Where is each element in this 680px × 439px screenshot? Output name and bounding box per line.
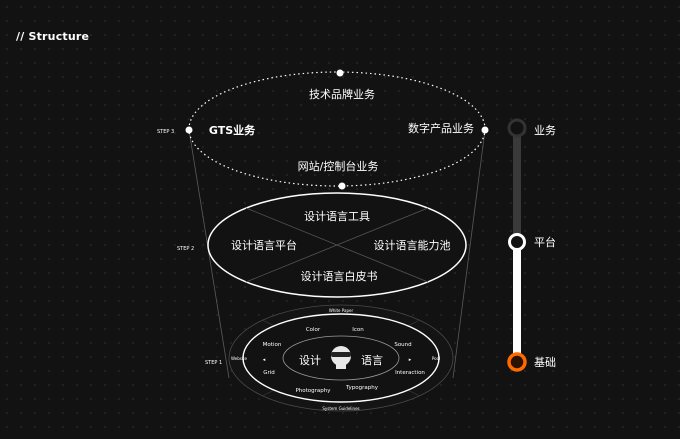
ring-item-sound: Sound (394, 342, 411, 348)
level2-bottom-label: 设计语言白皮书 (301, 269, 378, 283)
step2-label: STEP 2 (177, 246, 194, 252)
mascot-icon (331, 346, 351, 369)
step3-label: STEP 3 (157, 129, 174, 135)
scale-label-platform: 平台 (534, 235, 556, 249)
level1-outer-bottom: System Guidelines (322, 406, 359, 411)
level3-top-label: 技术品牌业务 (309, 87, 375, 101)
level2-top-label: 设计语言工具 (304, 210, 370, 223)
right-arrow-icon: ▸ (409, 357, 412, 363)
cone-line-right (452, 129, 486, 379)
level3-bottom-label: 网站/控制台业务 (298, 159, 379, 173)
level1-center-left: 设计 (299, 354, 321, 367)
level3-node-left (185, 126, 193, 134)
level3-node-top (336, 69, 344, 77)
level3-left-label: GTS业务 (209, 123, 256, 137)
level1-center-right: 语言 (361, 354, 383, 367)
level1-outer-right: Pool (432, 356, 440, 361)
page-title: // Structure (16, 30, 90, 43)
left-arrow-icon: ◂ (263, 357, 266, 363)
level2-cross (245, 207, 429, 283)
ring-item-grid: Grid (263, 370, 275, 376)
scale-node-business (507, 118, 527, 138)
level2-right-label: 设计语言能力池 (374, 238, 451, 252)
level1-outer-left: Website (231, 356, 247, 361)
level3-node-bottom (338, 182, 346, 190)
level3-node-right (481, 126, 489, 134)
ring-item-interaction: Interaction (395, 370, 425, 376)
scale-label-business: 业务 (534, 124, 556, 137)
step1-label: STEP 1 (205, 360, 222, 366)
level2-left-label: 设计语言平台 (231, 238, 297, 252)
level1-outer-top: White Paper (329, 308, 354, 313)
ring-item-photography: Photography (295, 388, 331, 394)
scale: 业务 平台 基础 (507, 118, 556, 372)
scale-node-platform (508, 233, 526, 251)
scale-label-base: 基础 (534, 356, 556, 369)
cone-lines (188, 129, 486, 379)
level3-right-label: 数字产品业务 (408, 121, 474, 135)
scale-node-base (507, 352, 527, 372)
ring-item-color: Color (306, 327, 321, 333)
ring-item-icon: Icon (352, 327, 364, 333)
cone-line-left (188, 129, 230, 379)
ring-item-motion: Motion (263, 342, 282, 348)
ring-item-typography: Typography (345, 385, 379, 391)
